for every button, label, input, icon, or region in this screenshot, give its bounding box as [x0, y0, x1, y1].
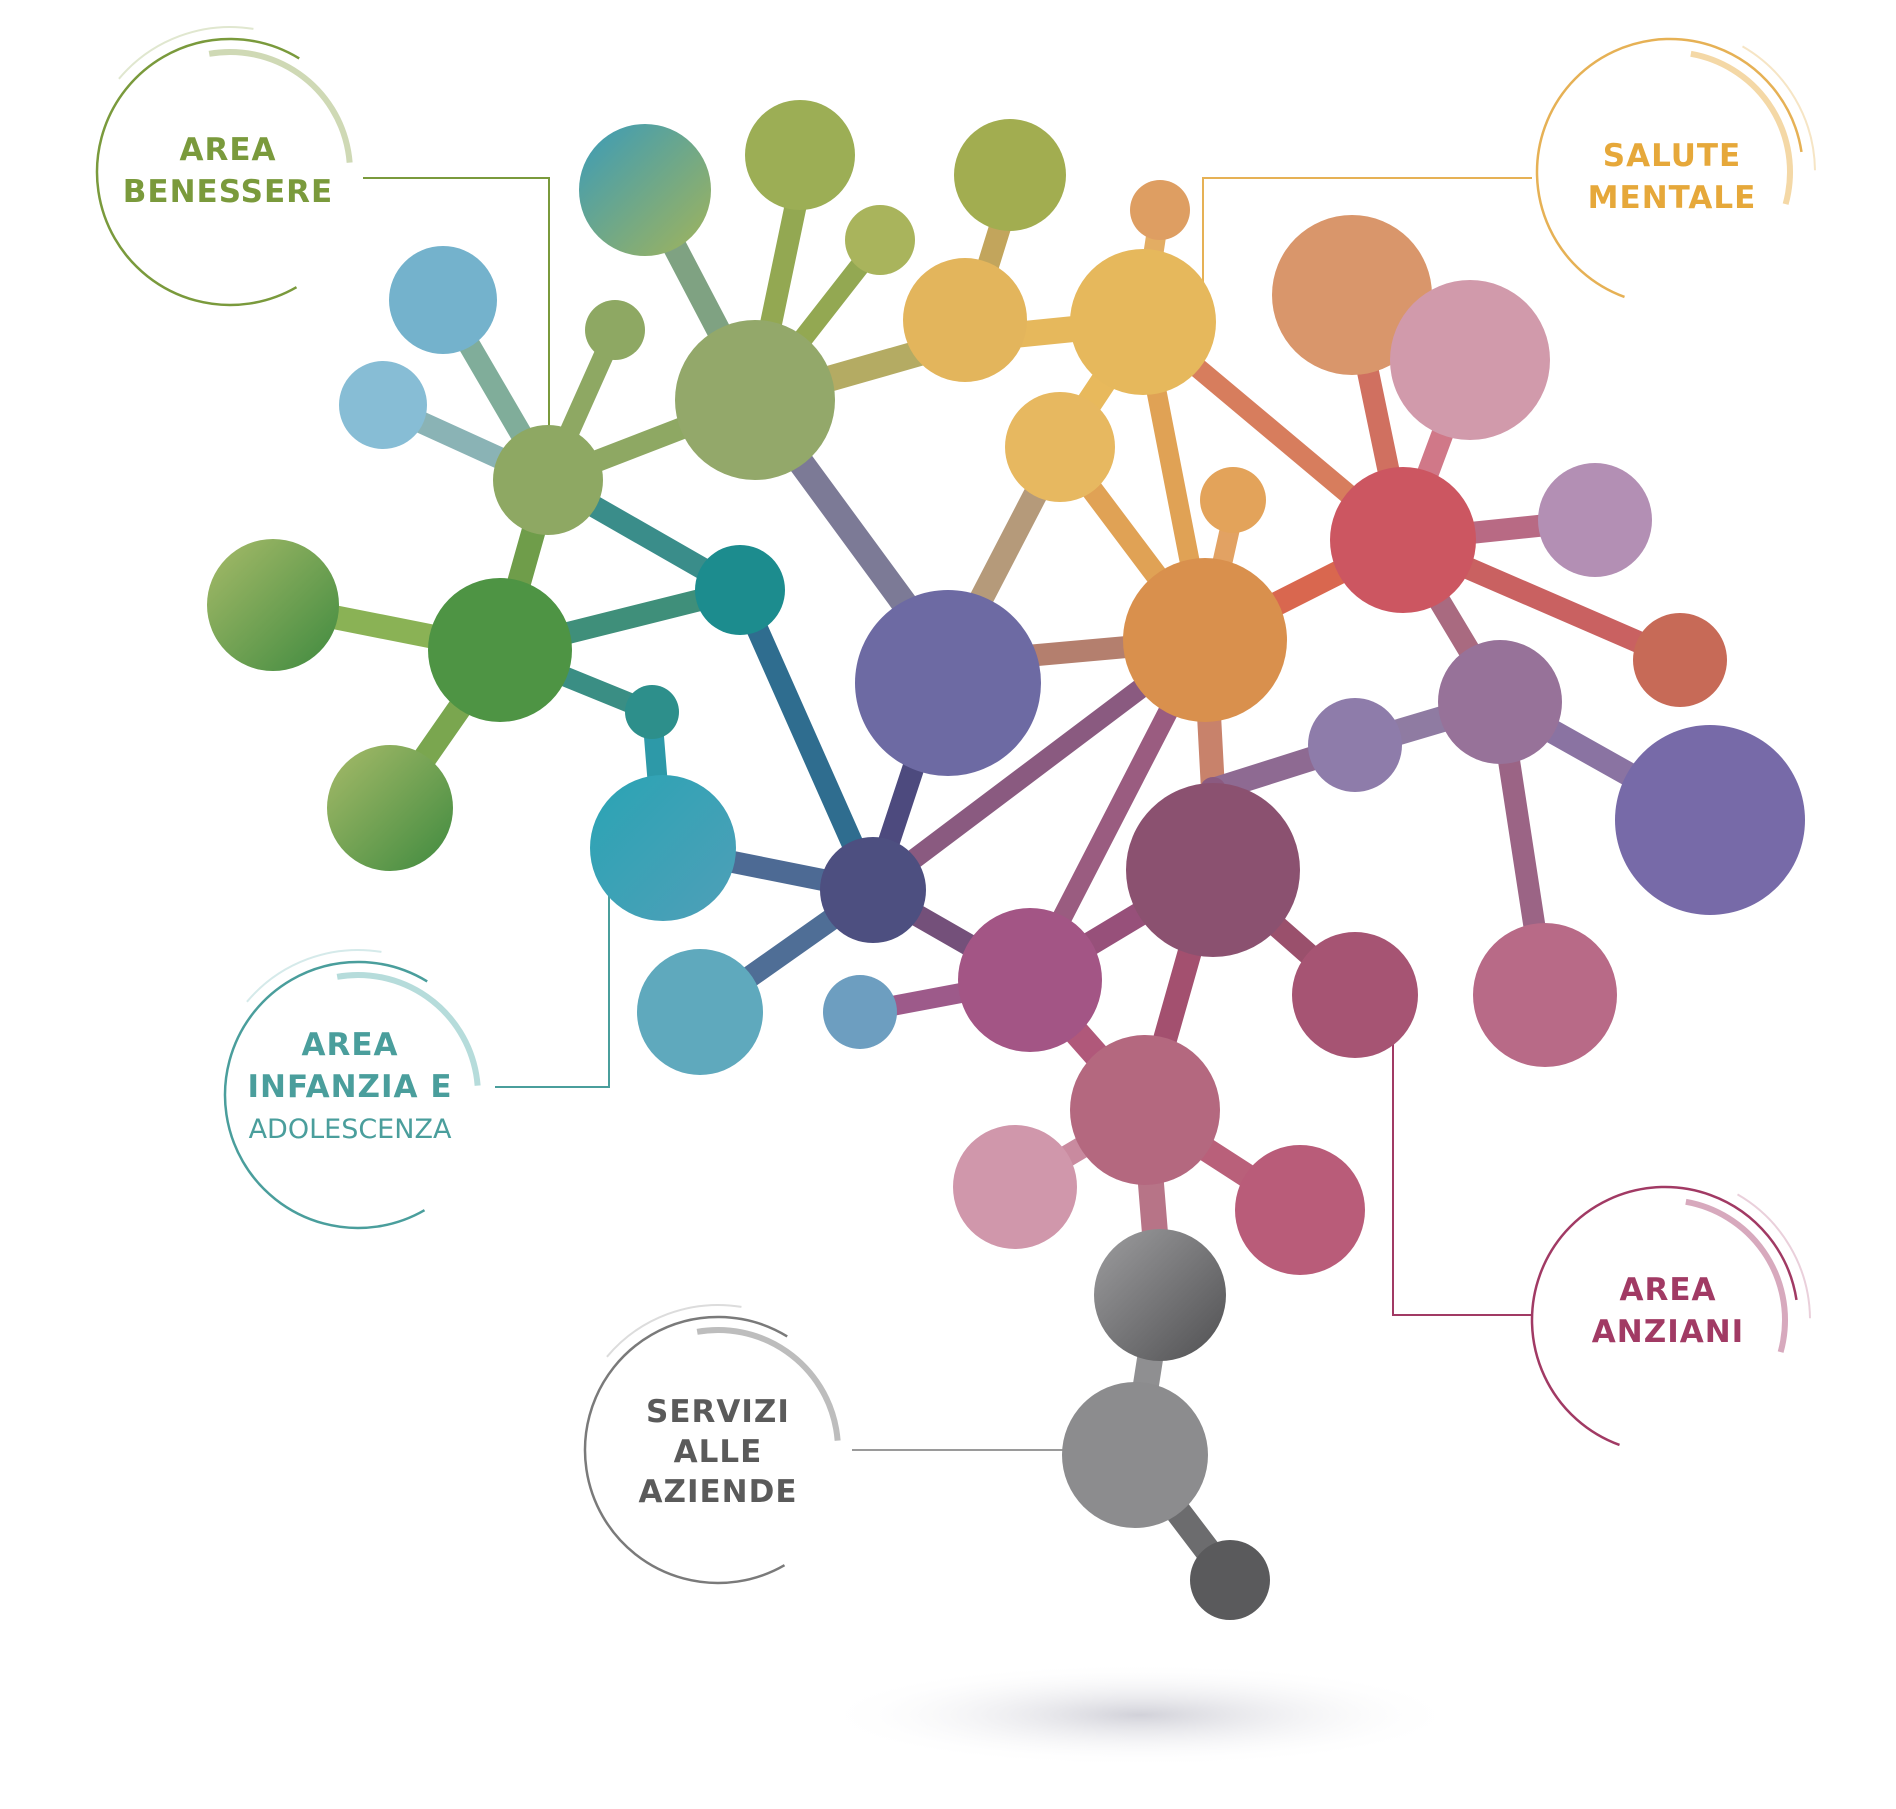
node: [1308, 698, 1402, 792]
node: [428, 578, 572, 722]
connector-benessere: [363, 177, 550, 445]
label-servizi-aziende: SERVIZI ALLE AZIENDE: [572, 1304, 864, 1596]
node: [625, 685, 679, 739]
node: [845, 205, 915, 275]
node: [823, 975, 897, 1049]
node: [1615, 725, 1805, 915]
node: [1005, 392, 1115, 502]
node: [1633, 613, 1727, 707]
node: [327, 745, 453, 871]
node: [1272, 215, 1432, 375]
label-area-benessere: AREA BENESSERE: [84, 26, 376, 318]
node: [745, 100, 855, 210]
connector-lines: [363, 177, 1532, 1451]
label-salute-mentale-line-2: MENTALE: [1588, 180, 1757, 216]
node: [585, 300, 645, 360]
label-servizi-aziende-line-1: SERVIZI: [646, 1394, 790, 1430]
node: [207, 539, 339, 671]
node: [1094, 1229, 1226, 1361]
node: [953, 1125, 1077, 1249]
label-area-anziani-line-2: ANZIANI: [1592, 1314, 1744, 1350]
node: [1292, 932, 1418, 1058]
node: [493, 425, 603, 535]
connector-salute: [1202, 177, 1532, 290]
connector-infanzia: [495, 880, 610, 1088]
node: [1235, 1145, 1365, 1275]
node: [1126, 783, 1300, 957]
node: [695, 545, 785, 635]
node: [1330, 467, 1476, 613]
node: [1070, 1035, 1220, 1185]
label-servizi-aziende-line-2: ALLE: [674, 1434, 763, 1470]
label-area-benessere-line-2: BENESSERE: [123, 174, 333, 210]
label-area-infanzia-line-3: ADOLESCENZA: [249, 1114, 452, 1145]
node: [590, 775, 736, 921]
node: [1438, 640, 1562, 764]
node: [1130, 180, 1190, 240]
node: [637, 949, 763, 1075]
node: [1062, 1382, 1208, 1528]
network-nodes: [207, 100, 1805, 1620]
label-area-anziani-line-1: AREA: [1619, 1272, 1716, 1308]
node: [1473, 923, 1617, 1067]
node: [1070, 249, 1216, 395]
label-area-infanzia: AREA INFANZIA E ADOLESCENZA: [212, 949, 504, 1241]
label-servizi-aziende-line-3: AZIENDE: [638, 1474, 797, 1510]
node: [389, 246, 497, 354]
label-area-infanzia-line-2: INFANZIA E: [247, 1069, 452, 1105]
label-area-anziani: AREA ANZIANI: [1519, 1174, 1811, 1466]
node: [855, 590, 1041, 776]
node: [1538, 463, 1652, 577]
node: [1190, 1540, 1270, 1620]
node: [1390, 280, 1550, 440]
label-salute-mentale-line-1: SALUTE: [1603, 138, 1741, 174]
ground-shadow: [820, 1663, 1460, 1767]
node: [1200, 467, 1266, 533]
label-area-benessere-line-1: AREA: [179, 132, 276, 168]
node: [1123, 558, 1287, 722]
node: [339, 361, 427, 449]
node: [675, 320, 835, 480]
node: [958, 908, 1102, 1052]
node: [820, 837, 926, 943]
label-area-infanzia-line-1: AREA: [301, 1027, 398, 1063]
connector-anziani: [1392, 990, 1532, 1316]
node: [903, 258, 1027, 382]
node: [579, 124, 711, 256]
node: [954, 119, 1066, 231]
